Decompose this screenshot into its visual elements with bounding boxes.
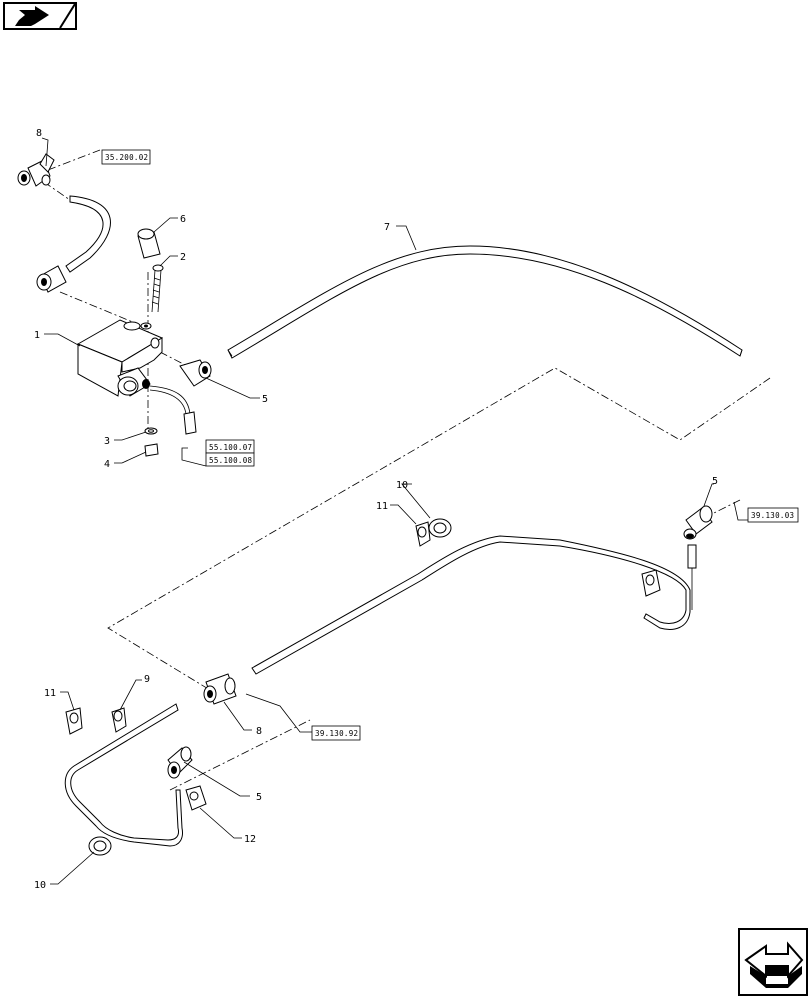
elbow-fitting-5-lower <box>167 746 193 779</box>
callout-3: 3 <box>104 436 110 447</box>
callout-12: 12 <box>244 834 256 845</box>
tee-fitting-8-top <box>17 153 55 187</box>
clip-9 <box>111 707 127 733</box>
svg-text:39.130.92: 39.130.92 <box>315 729 358 738</box>
cap-6 <box>137 228 161 259</box>
clip-11-right <box>415 521 431 547</box>
svg-text:39.130.03: 39.130.03 <box>751 511 794 520</box>
bolt-2 <box>151 264 164 313</box>
svg-text:55.100.08: 55.100.08 <box>209 456 253 465</box>
callout-8-top: 8 <box>36 128 42 139</box>
elbow-fitting-upper <box>36 265 67 293</box>
callout-10-lower: 10 <box>34 880 46 891</box>
elbow-fitting-5-upper <box>179 359 212 387</box>
ref-box-35-200-02[interactable]: 35.200.02 <box>101 149 151 165</box>
pressure-switch-1 <box>76 319 164 397</box>
ref-box-55-100-07[interactable]: 55.100.07 <box>205 439 255 454</box>
hose-lower-loop <box>64 703 183 847</box>
callout-11-right: 11 <box>376 501 388 512</box>
callout-11-lower: 11 <box>44 688 56 699</box>
arrow-forward-icon <box>744 941 804 988</box>
hose-7 <box>227 245 743 359</box>
hose-lower-long <box>251 535 691 675</box>
clip-12 <box>185 785 207 811</box>
ref-box-39-130-03[interactable]: 39.130.03 <box>747 507 799 523</box>
ref-box-55-100-08[interactable]: 55.100.08 <box>205 452 255 467</box>
tee-fitting-8-lower <box>203 673 237 705</box>
washer-3 <box>144 427 158 435</box>
callout-8-lower: 8 <box>256 726 262 737</box>
ref-box-39-130-92[interactable]: 39.130.92 <box>311 725 361 741</box>
previous-page-button[interactable] <box>3 2 77 30</box>
callout-4: 4 <box>104 459 110 470</box>
svg-text:55.100.07: 55.100.07 <box>209 443 252 452</box>
callout-1: 1 <box>34 330 40 341</box>
nut-4 <box>144 443 159 457</box>
callout-5-right: 5 <box>712 476 718 487</box>
callout-7: 7 <box>384 222 390 233</box>
next-page-button[interactable] <box>738 928 808 996</box>
callout-5-lower: 5 <box>256 792 262 803</box>
hose-short <box>65 195 111 273</box>
grommet-10-lower <box>88 836 112 856</box>
callout-2: 2 <box>180 252 186 263</box>
callout-10-right: 10 <box>396 480 408 491</box>
clip-11-lower <box>65 707 83 735</box>
svg-text:35.200.02: 35.200.02 <box>105 153 148 162</box>
callout-9: 9 <box>144 674 150 685</box>
grommet-10-right <box>428 518 452 538</box>
clip-right-hose <box>641 569 661 597</box>
elbow-fitting-5-right <box>683 505 713 540</box>
callout-5-upper: 5 <box>262 394 268 405</box>
arrow-back-icon <box>5 3 76 29</box>
callout-6: 6 <box>180 214 186 225</box>
